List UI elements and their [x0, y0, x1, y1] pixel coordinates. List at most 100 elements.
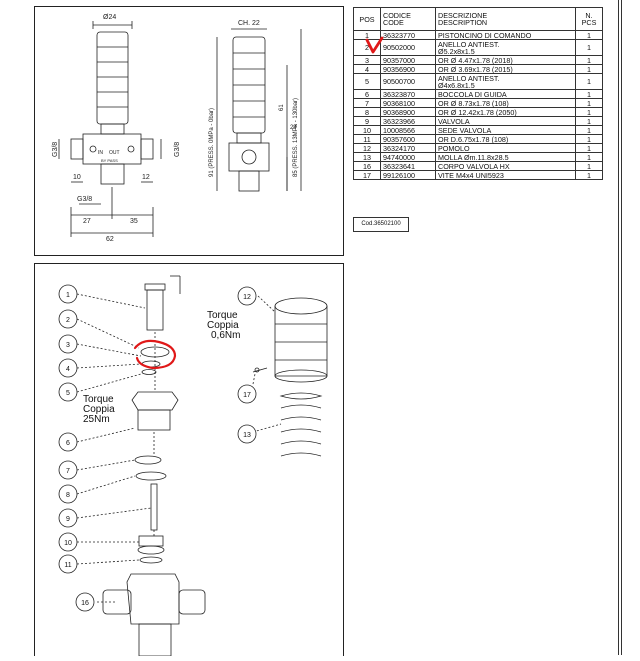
- cell-pos: 11: [353, 134, 381, 144]
- cell-pos: 10: [353, 125, 381, 135]
- cell-pcs: 1: [575, 170, 603, 180]
- dim-g38-right: G3/8: [174, 142, 181, 157]
- cell-code: 90357600: [380, 134, 436, 144]
- callout-number: 17: [243, 392, 251, 399]
- dim-62: 62: [106, 236, 114, 243]
- cell-pos: 17: [353, 170, 381, 180]
- cell-pos: 3: [353, 55, 381, 65]
- cell-pos: 6: [353, 89, 381, 99]
- cell-code: 90500700: [380, 73, 436, 90]
- cell-description: BOCCOLA DI GUIDA: [435, 89, 576, 99]
- callout-number: 2: [66, 317, 70, 324]
- torque-left-line3: 25Nm: [83, 414, 110, 425]
- page-edge: [618, 0, 619, 655]
- cell-description: ANELLO ANTIEST.Ø4x6.8x1.5: [435, 73, 576, 90]
- handwritten-check-mark: [365, 36, 384, 54]
- description-line: OR Ø 12.42x1.78 (2050): [438, 107, 517, 117]
- parts-table-header: POS CODICE CODE DESCRIZIONE DESCRIPTION …: [353, 7, 603, 31]
- description-line: POMOLO: [438, 143, 470, 153]
- header-code: CODICE CODE: [380, 7, 436, 31]
- description-line: ANELLO ANTIEST.: [438, 73, 500, 83]
- description-line: CORPO VALVOLA HX: [438, 161, 510, 171]
- callout-bubble: 6: [58, 432, 78, 452]
- callout-number: 13: [243, 432, 251, 439]
- cell-description: OR Ø 4.47x1.78 (2018): [435, 55, 576, 65]
- cell-pcs: 1: [575, 116, 603, 126]
- cell-description: CORPO VALVOLA HX: [435, 161, 576, 171]
- callout-bubble: 16: [75, 592, 95, 612]
- callout-bubble: 9: [58, 508, 78, 528]
- cell-code: 36324170: [380, 143, 436, 153]
- description-line: Ø4x6.8x1.5: [438, 80, 475, 90]
- dim-91: 91 (PRESS. 0MPa - 0bar): [209, 108, 215, 177]
- description-line: MOLLA Øm.11.8x28.5: [438, 152, 509, 162]
- technical-drawing-panel: Ø24 CH. 22 G3/8 G3/8 10 12 G3/8 27 35 62…: [34, 6, 344, 256]
- cell-description: MOLLA Øm.11.8x28.5: [435, 152, 576, 162]
- header-pcs: N. PCS: [575, 7, 603, 31]
- cell-pcs: 1: [575, 107, 603, 117]
- dim-ch22: CH. 22: [238, 20, 260, 27]
- dim-85: 85 (PRESS. 13MPa - 130bar): [293, 98, 299, 177]
- cell-description: ANELLO ANTIEST.Ø5.2x8x1.5: [435, 39, 576, 56]
- cell-pcs: 1: [575, 161, 603, 171]
- dim-61: 61: [279, 104, 285, 111]
- dim-24v: 24: [290, 125, 297, 131]
- highlight-circle: [133, 339, 177, 370]
- torque-right-line1: Torque: [207, 310, 238, 321]
- cell-pcs: 1: [575, 125, 603, 135]
- dim-35: 35: [130, 218, 138, 225]
- port-in-label: IN: [98, 150, 103, 156]
- cell-code: 36323770: [380, 30, 436, 40]
- cell-pcs: 1: [575, 30, 603, 40]
- callout-number: 4: [66, 366, 70, 373]
- cell-description: OR D.6.75x1.78 (108): [435, 134, 576, 144]
- callout-bubble: 13: [237, 424, 257, 444]
- callout-bubble: 7: [58, 460, 78, 480]
- cell-code: 90357000: [380, 55, 436, 65]
- dim-g38-bottom: G3/8: [77, 196, 92, 203]
- cell-code: 36323870: [380, 89, 436, 99]
- cell-code: 99126100: [380, 170, 436, 180]
- torque-left-line1: Torque: [83, 394, 114, 405]
- callout-number: 10: [64, 540, 72, 547]
- cell-code: 90368900: [380, 107, 436, 117]
- cell-pcs: 1: [575, 143, 603, 153]
- torque-right-line2: Coppia: [207, 320, 239, 331]
- cell-code: 90356900: [380, 64, 436, 74]
- callout-bubble: 2: [58, 309, 78, 329]
- description-line: OR Ø 3.69x1.78 (2015): [438, 64, 513, 74]
- callout-bubble: 11: [58, 554, 78, 574]
- cell-pos: 12: [353, 143, 381, 153]
- callout-number: 1: [66, 292, 70, 299]
- cell-pos: 9: [353, 116, 381, 126]
- cell-description: VITE M4x4 UNI5923: [435, 170, 576, 180]
- cell-description: OR Ø 3.69x1.78 (2015): [435, 64, 576, 74]
- dimension-drawing: Ø24 CH. 22 G3/8 G3/8 10 12 G3/8 27 35 62…: [52, 14, 302, 243]
- port-out-label: OUT: [109, 150, 120, 156]
- port-bypass-label: BY PASS: [101, 158, 118, 163]
- callout-number: 5: [66, 390, 70, 397]
- description-line: OR Ø 8.73x1.78 (108): [438, 98, 509, 108]
- parts-table: POS CODICE CODE DESCRIZIONE DESCRIPTION …: [353, 7, 603, 180]
- callout-bubble: 8: [58, 484, 78, 504]
- header-description: DESCRIZIONE DESCRIPTION: [435, 7, 576, 31]
- cell-description: PISTONCINO DI COMANDO: [435, 30, 576, 40]
- callout-number: 3: [66, 342, 70, 349]
- cell-description: POMOLO: [435, 143, 576, 153]
- cell-code: 10008566: [380, 125, 436, 135]
- code-label-box: Cod.36502100: [353, 217, 409, 232]
- page-edge-inner: [621, 0, 622, 655]
- cell-description: OR Ø 12.42x1.78 (2050): [435, 107, 576, 117]
